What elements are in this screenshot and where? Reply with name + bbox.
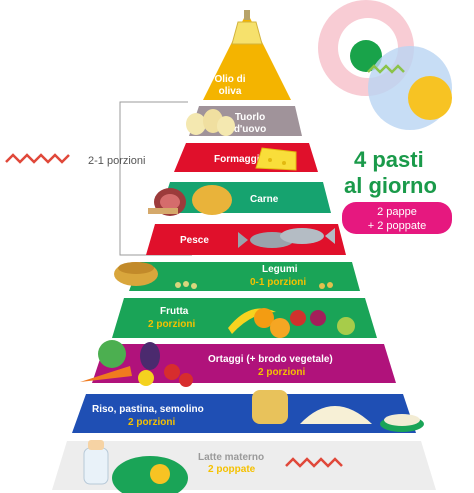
level-vegetables-label: Ortaggi (+ brodo vegetale) bbox=[208, 354, 333, 365]
level-olive-oil-band bbox=[203, 12, 291, 100]
meals-title-line-2: al giorno bbox=[344, 173, 437, 198]
decorative-circles bbox=[318, 0, 452, 130]
fruit-icon bbox=[228, 308, 355, 338]
level-meat-band bbox=[160, 182, 331, 213]
level-egg-yolk-label-2: d'uovo bbox=[234, 124, 266, 135]
breast-milk-wave-icon bbox=[285, 457, 343, 468]
meat-icon bbox=[148, 185, 232, 216]
fish-icon bbox=[238, 228, 335, 248]
level-breast-milk-portions: 2 poppate bbox=[208, 464, 256, 475]
meals-badge bbox=[342, 202, 452, 234]
olive-oil-bottle-icon bbox=[231, 10, 263, 45]
vegetables-icon bbox=[80, 340, 193, 387]
milk-blob-icon bbox=[112, 456, 188, 493]
bracket-note: 2-1 porzioni bbox=[88, 155, 145, 167]
level-cereals-label: Riso, pastina, semolino bbox=[92, 404, 204, 415]
level-egg-yolk-label: Tuorlo bbox=[235, 112, 265, 123]
level-olive-oil-label: Olio di bbox=[214, 74, 245, 85]
level-fish-label: Pesce bbox=[180, 235, 209, 246]
meals-badge-line-2: + 2 poppate bbox=[368, 220, 426, 232]
level-cereals-portions: 2 porzioni bbox=[128, 417, 175, 428]
level-legumes-portions: 0-1 porzioni bbox=[250, 277, 306, 288]
level-legumes-label: Legumi bbox=[262, 264, 298, 275]
legumes-icon bbox=[114, 262, 333, 289]
cheese-icon bbox=[255, 147, 297, 171]
meals-badge-line-1: 2 pappe bbox=[377, 206, 417, 218]
level-fruit-portions: 2 porzioni bbox=[148, 319, 195, 330]
egg-yolk-icon bbox=[186, 109, 235, 136]
baby-bottle-icon bbox=[83, 440, 109, 485]
level-cheese-label: Formaggio bbox=[214, 154, 266, 165]
bracket-wave-icon bbox=[5, 153, 70, 164]
meals-title-line-1: 4 pasti bbox=[354, 147, 424, 172]
level-fruit-label: Frutta bbox=[160, 306, 189, 317]
level-legumes-band bbox=[129, 262, 360, 291]
cereals-icon bbox=[252, 390, 424, 432]
level-meat-label: Carne bbox=[250, 194, 279, 205]
level-breast-milk-label: Latte materno bbox=[198, 452, 264, 463]
level-vegetables-portions: 2 porzioni bbox=[258, 367, 305, 378]
level-olive-oil-label-2: oliva bbox=[219, 86, 242, 97]
